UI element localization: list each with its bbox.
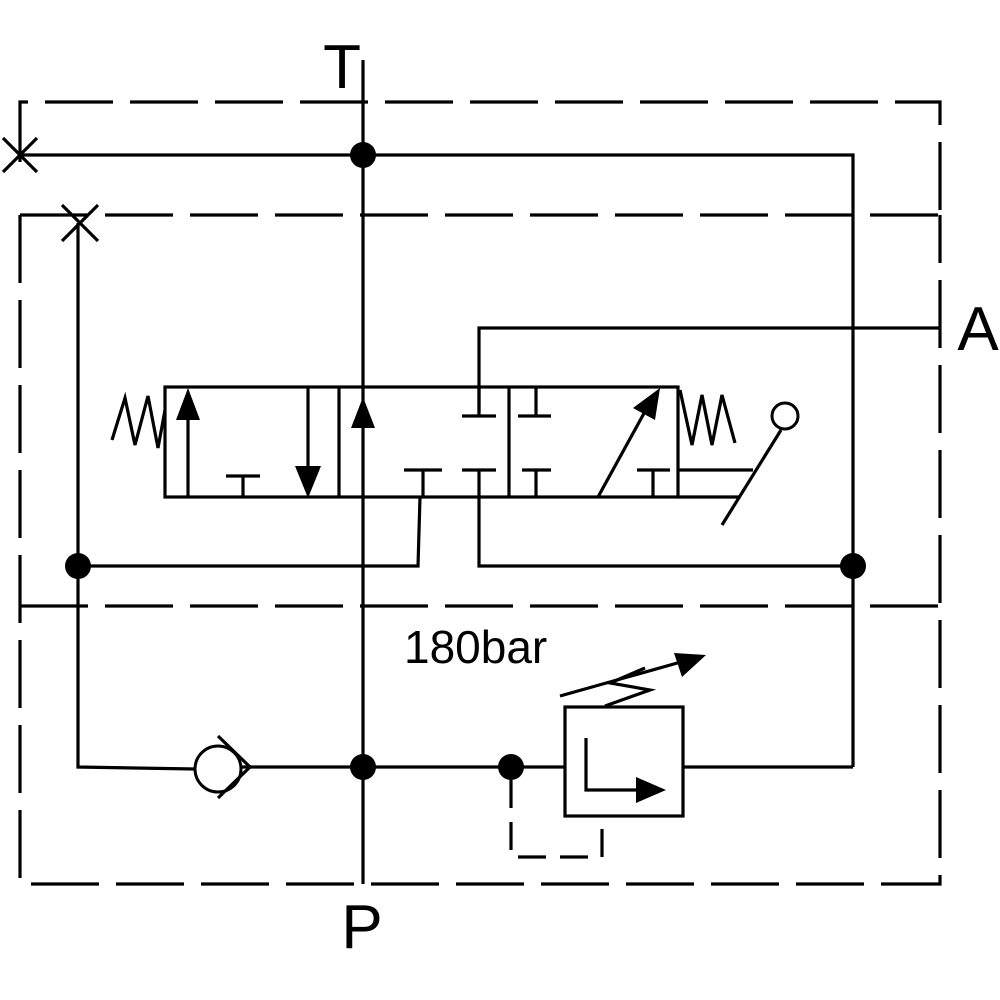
port-label-a: A <box>957 295 999 364</box>
left-pilot-line <box>76 223 196 771</box>
blocked-port-icon <box>462 468 496 497</box>
check-valve-icon <box>193 734 363 800</box>
pilot-drain-line <box>509 780 604 859</box>
blocked-port-icon <box>637 468 670 497</box>
blocked-port-icon <box>226 474 260 497</box>
valve-port-line-right <box>477 497 853 568</box>
blocked-port-icon <box>404 468 442 497</box>
lever-operator-icon <box>678 401 800 526</box>
plugged-port-icon <box>60 203 100 243</box>
directional-valve <box>163 385 680 499</box>
junction-dot <box>350 142 376 168</box>
blocked-port-icon <box>462 387 496 418</box>
flow-arrow-diagonal-icon <box>596 405 650 498</box>
relief-valve-icon <box>559 653 706 818</box>
manifold-boundary <box>18 100 942 886</box>
spring-icon-right <box>678 389 737 446</box>
a-port-line <box>477 326 941 412</box>
port-label-t: T <box>323 33 361 102</box>
port-label-p: P <box>341 893 382 962</box>
relief-setting-label: 180bar <box>404 621 547 673</box>
blocked-port-icon <box>522 468 551 497</box>
valve-port-line-left <box>78 496 422 568</box>
spring-icon-left <box>110 391 167 449</box>
blocked-port-icon <box>518 387 551 418</box>
plugged-port-icon <box>1 136 39 174</box>
tank-return-line <box>20 153 855 767</box>
flow-arrow-up-icon <box>351 397 375 428</box>
